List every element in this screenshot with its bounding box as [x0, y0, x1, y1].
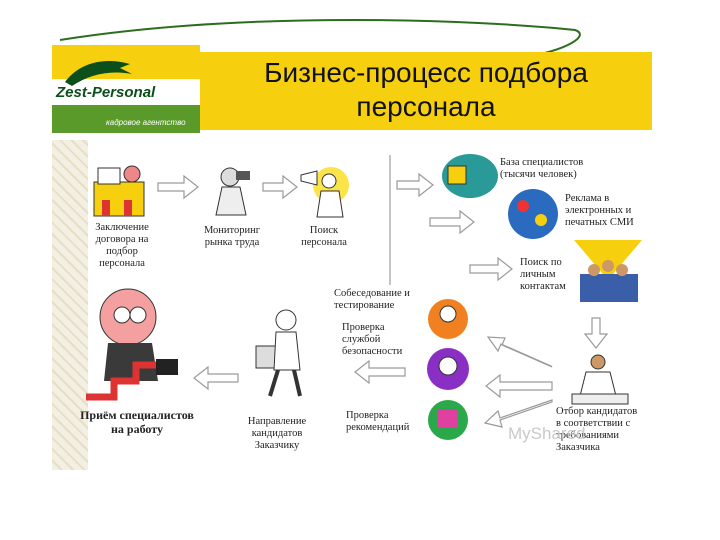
contract-icon [88, 160, 154, 224]
arrow-left [194, 367, 238, 389]
arrow-right [397, 174, 433, 196]
step-personal-label: Поиск по личным контактам [520, 257, 576, 293]
step-interview-label: Собеседование и тестирование [334, 288, 424, 312]
security-check-icon [426, 346, 470, 392]
megaphone-person-icon [297, 163, 359, 221]
binoculars-person-icon [206, 163, 262, 221]
step-contract-label: Заключение договора на подбор персонала [86, 222, 158, 270]
step-security-label: Проверка службой безопасности [342, 322, 418, 358]
step-database-label: База специалистов (тысячи человек) [500, 157, 606, 181]
step-send-label: Направление кандидатов Заказчику [232, 416, 322, 452]
interview-icon [428, 296, 468, 342]
selection-icon [570, 352, 630, 408]
personal-contacts-icon [574, 240, 642, 306]
arrow-right [158, 176, 198, 198]
step-hire-label: Приём специалистов на работу [78, 408, 196, 436]
step-search-label: Поиск персонала [292, 225, 356, 249]
step-references-label: Проверка рекомендаций [346, 410, 424, 434]
database-icon [440, 152, 500, 198]
hired-person-icon [78, 285, 188, 403]
media-ads-icon [505, 188, 561, 240]
arrow-left [486, 375, 552, 397]
courier-person-icon [250, 308, 310, 400]
arrow-down [585, 318, 607, 348]
step-ads-label: Реклама в электронных и печатных СМИ [565, 193, 655, 229]
references-check-icon [426, 398, 470, 442]
arrow-down-left [485, 400, 552, 427]
arrow-right [470, 258, 512, 280]
arrow-up-left [488, 337, 552, 367]
arrow-right [430, 211, 474, 233]
watermark: MyShared [508, 424, 585, 444]
step-monitoring-label: Мониторинг рынка труда [196, 225, 268, 249]
arrow-left [355, 361, 405, 383]
arrow-right [263, 176, 297, 198]
